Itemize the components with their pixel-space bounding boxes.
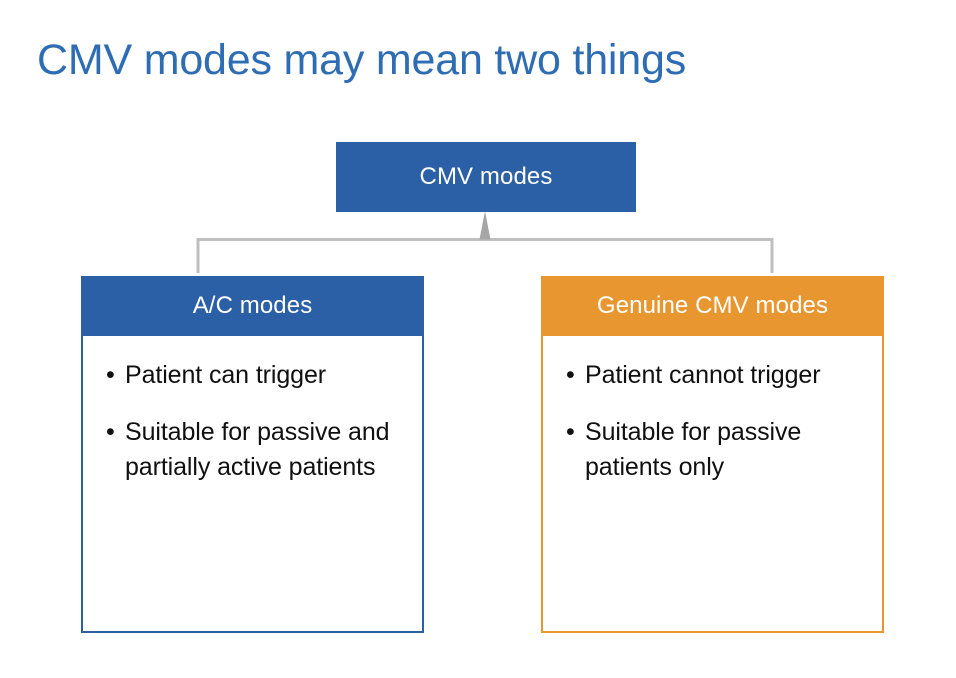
diagram-root-node[interactable]: CMV modes — [336, 142, 636, 212]
bullet-dot-icon: • — [566, 418, 575, 446]
diagram-node-genuine-cmv-modes[interactable]: Genuine CMV modes • Patient cannot trigg… — [541, 276, 884, 633]
list-item: • Suitable for passive patients only — [565, 415, 864, 485]
card-header-label-ac-modes: A/C modes — [192, 292, 313, 319]
card-header-ac-modes: A/C modes — [81, 276, 424, 336]
list-item-text: Patient can trigger — [125, 361, 326, 389]
bullet-dot-icon: • — [106, 361, 115, 389]
bullet-dot-icon: • — [106, 418, 115, 446]
card-header-label-genuine-cmv-modes: Genuine CMV modes — [596, 292, 829, 319]
list-item: • Patient can trigger — [105, 358, 404, 393]
diagram-root-label: CMV modes — [419, 163, 553, 190]
list-item-text: Suitable for passive and partially activ… — [125, 418, 390, 481]
bullet-list-ac-modes: • Patient can trigger • Suitable for pas… — [105, 358, 404, 485]
card-body-ac-modes: • Patient can trigger • Suitable for pas… — [83, 336, 422, 631]
up-arrow-icon — [479, 211, 491, 240]
diagram-node-ac-modes[interactable]: A/C modes • Patient can trigger • Suitab… — [81, 276, 424, 633]
list-item-text: Patient cannot trigger — [585, 361, 821, 389]
bullet-list-genuine-cmv-modes: • Patient cannot trigger • Suitable for … — [565, 358, 864, 485]
list-item-text: Suitable for passive patients only — [585, 418, 802, 481]
list-item: • Suitable for passive and partially act… — [105, 415, 404, 485]
page-title: CMV modes may mean two things — [37, 36, 687, 84]
bracket-line — [196, 238, 774, 273]
list-item: • Patient cannot trigger — [565, 358, 864, 393]
card-body-genuine-cmv-modes: • Patient cannot trigger • Suitable for … — [543, 336, 882, 631]
connector-bracket — [196, 211, 774, 273]
card-header-genuine-cmv-modes: Genuine CMV modes — [541, 276, 884, 336]
bullet-dot-icon: • — [566, 361, 575, 389]
